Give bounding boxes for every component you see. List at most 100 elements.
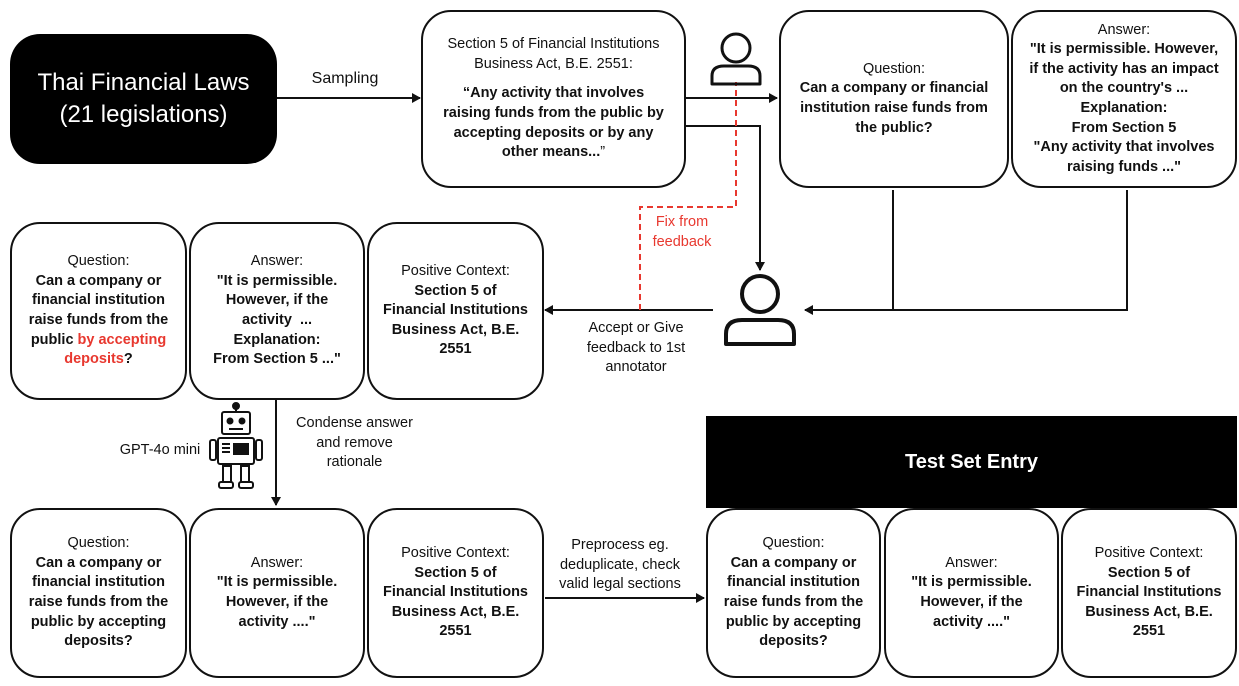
accept-line-3: annotator [605,359,667,376]
test-context-line-3: Business Act, B.E. [1085,603,1213,620]
source-line-1: Thai Financial Laws [37,68,250,96]
test-context-box: Positive Context: Section 5 of Financial… [1061,508,1237,678]
fix-feedback-line-1: Fix from [655,214,709,230]
test-question-line-4: public by accepting [725,613,862,630]
row3-context-box: Positive Context: Section 5 of Financial… [367,508,544,678]
row2-answer-line-5: From Section 5 ..." [213,351,341,368]
test-answer-label: Answer: [945,554,998,571]
accept-line-2: feedback to 1st [586,339,686,356]
test-context-label: Positive Context: [1094,545,1204,562]
row3-question-box: Question: Can a company or financial ins… [10,508,187,678]
row2-question-line-5: deposits? [64,350,132,370]
row1-answer-line-5: From Section 5 [1071,119,1177,136]
row3-answer-box: Answer: "It is permissible. However, if … [189,508,365,678]
test-question-line-2: financial institution [727,574,860,591]
preprocess-label: Preprocess eg. deduplicate, check valid … [535,536,705,595]
row3-question-line-5: deposits? [64,633,133,650]
test-question-line-5: deposits? [759,633,828,650]
section-quote-4: other means...” [502,143,605,163]
row3-question-label: Question: [67,535,130,552]
condense-line-2: and remove [316,434,393,451]
test-question-box: Question: Can a company or financial ins… [706,508,881,678]
condense-line-1: Condense answer [296,415,413,431]
fix-feedback-label: Fix from feedback [632,213,732,252]
section-quote-3: accepting deposits or by any [453,124,654,141]
test-answer-line-3: activity ...." [933,613,1010,630]
row2-question-highlight-1: by accepting [77,331,167,348]
fix-feedback-dashed-line [639,82,737,310]
row2-context-line-1: Section 5 of [414,282,497,299]
test-set-header: Test Set Entry [706,416,1237,508]
row1-question-box: Question: Can a company or financial ins… [779,10,1009,188]
row3-question-line-2: financial institution [32,574,165,591]
row3-answer-line-2: However, if the [225,594,329,610]
row3-question-line-4: public by accepting [30,613,167,630]
sampling-label: Sampling [311,70,379,87]
accept-feedback-label: Accept or Give feedback to 1st annotator [556,319,716,378]
row1-question-line-1: Can a company or financial [799,80,989,97]
test-answer-box: Answer: "It is permissible. However, if … [884,508,1059,678]
row2-question-line-4: public by accepting [31,331,166,351]
test-context-line-2: Financial Institutions [1076,584,1222,601]
preprocess-line-3: valid legal sections [559,576,681,593]
row2-context-line-2: Financial Institutions [382,302,528,319]
row3-answer-line-3: activity ...." [238,613,316,630]
row3-context-line-2: Financial Institutions [382,584,528,601]
row2-answer-line-4: Explanation: [233,331,321,348]
preprocess-line-2: deduplicate, check [559,556,681,573]
section-quote-2: raising funds from the public by [443,105,664,121]
section-quote-4-text: other means... [501,144,601,161]
row2-context-line-4: 2551 [439,341,472,358]
row3-answer-line-1: "It is permissible. [216,574,338,591]
row2-context-box: Positive Context: Section 5 of Financial… [367,222,544,400]
test-answer-line-2: However, if the [920,594,1023,610]
row2-context-label: Positive Context: [401,263,510,280]
row3-question-line-1: Can a company or [35,554,162,571]
robot-icon [209,402,263,489]
row2-question-line-3: raise funds from the [28,312,169,328]
row2-answer-line-3: activity ... [241,312,313,328]
fix-feedback-line-2: feedback [652,233,712,250]
row3-context-line-4: 2551 [439,623,472,640]
condense-label: Condense answer and remove rationale [282,414,427,473]
section-quote-1: “Any activity that involves [462,85,645,102]
row2-answer-line-1: "It is permissible. [216,272,338,289]
gpt-label: GPT-4o mini [119,442,201,458]
row2-answer-label: Answer: [250,253,304,270]
row1-answer-line-6: "Any activity that involves [1033,139,1215,156]
test-answer-line-1: "It is permissible. [911,574,1032,591]
row1-answer-line-1: "It is permissible. However, [1029,41,1219,58]
section-5-box: Section 5 of Financial Institutions Busi… [421,10,686,188]
row2-question-line-5-b: ? [123,351,133,368]
row3-question-line-3: raise funds from the [28,594,169,610]
row2-question-line-2: financial institution [32,292,165,309]
accept-line-1: Accept or Give [588,320,684,336]
test-question-label: Question: [762,535,825,552]
test-question-line-3: raise funds from the [723,594,864,610]
row1-answer-line-2: if the activity has an impact [1029,60,1219,77]
row1-answer-line-4: Explanation: [1080,100,1168,116]
row2-question-line-4-a: public [30,331,78,348]
condense-line-3: rationale [326,454,383,471]
row1-answer-box: Answer: "It is permissible. However, if … [1011,10,1237,188]
section-to-annotator-arrow [685,125,765,271]
row2-question-line-1: Can a company or [35,272,162,289]
preprocess-line-1: Preprocess eg. [571,537,669,553]
source-line-2: (21 legislations) [59,101,228,128]
annotator-2-icon [724,274,796,346]
row1-question-line-2: institution raise funds from [800,100,988,116]
row3-context-line-1: Section 5 of [414,564,497,581]
row1-answer-line-3: on the country's ... [1059,80,1189,97]
row1-question-line-3: the public? [855,119,933,136]
row2-context-line-3: Business Act, B.E. [391,321,520,338]
row3-context-line-3: Business Act, B.E. [391,603,520,620]
thai-financial-laws-box: Thai Financial Laws (21 legislations) [10,34,277,164]
row1-answer-label: Answer: [1097,21,1151,38]
test-set-title: Test Set Entry [905,450,1038,473]
row2-question-label: Question: [67,253,130,270]
section-header-2: Business Act, B.E. 2551: [474,55,633,72]
section-header-1: Section 5 of Financial Institutions [447,36,660,53]
row2-question-box: Question: Can a company or financial ins… [10,222,187,400]
row3-context-label: Positive Context: [401,545,510,562]
row1-answer-line-7: raising funds ..." [1066,158,1182,175]
